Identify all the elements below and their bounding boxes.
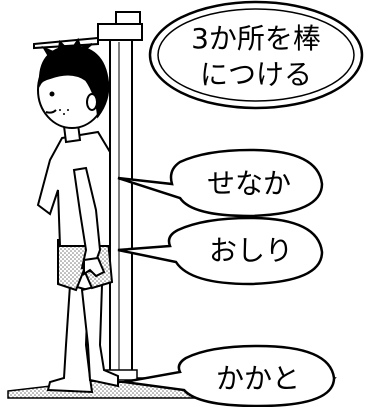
back-label: せなか [207, 167, 291, 200]
title-line-2: につける [200, 58, 312, 91]
child-figure [36, 37, 119, 394]
heels-callout: かかと [123, 344, 336, 407]
title-line-1: 3か所を棒 [191, 22, 321, 55]
title-callout: 3か所を棒 につける [148, 0, 364, 110]
buttocks-label: おしり [209, 234, 293, 267]
head-slider [33, 11, 143, 50]
back-callout: せなか [117, 148, 324, 218]
heels-label: かかと [216, 362, 300, 395]
buttocks-callout: おしり [117, 216, 324, 286]
